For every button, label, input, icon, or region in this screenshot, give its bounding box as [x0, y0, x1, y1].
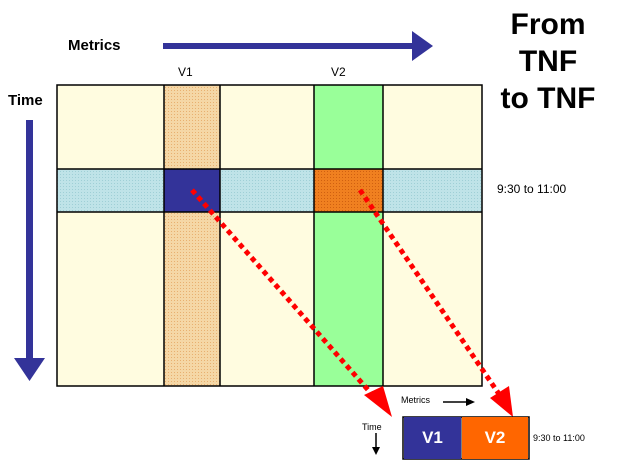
v2-column	[314, 85, 383, 386]
result-metrics-label: Metrics	[401, 395, 430, 405]
data-grid	[56, 84, 483, 387]
time-row	[57, 169, 482, 212]
column-label-v2: V2	[331, 65, 346, 79]
result-cell-v2: V2	[462, 417, 528, 459]
result-cell-v1: V1	[404, 417, 461, 459]
title-line-2: TNF	[518, 45, 578, 78]
time-label: Time	[8, 92, 43, 109]
result-time-label: Time	[362, 422, 382, 432]
title-line-1: From	[510, 8, 586, 41]
column-label-v1: V1	[178, 65, 193, 79]
dotted-arrow-v1	[190, 188, 392, 417]
title-line-3: to TNF	[500, 82, 596, 115]
dotted-arrow-v2	[357, 188, 513, 417]
time-arrow-icon	[14, 120, 45, 381]
small-time-arrow-icon	[372, 433, 380, 455]
v1-column	[164, 85, 220, 386]
result-time-range: 9:30 to 11:00	[533, 433, 585, 443]
metrics-label: Metrics	[68, 37, 121, 54]
time-range-label: 9:30 to 11:00	[497, 182, 567, 196]
title: From TNF to TNF	[488, 6, 608, 117]
small-metrics-arrow-icon	[443, 398, 475, 406]
metrics-arrow-icon	[163, 31, 433, 61]
